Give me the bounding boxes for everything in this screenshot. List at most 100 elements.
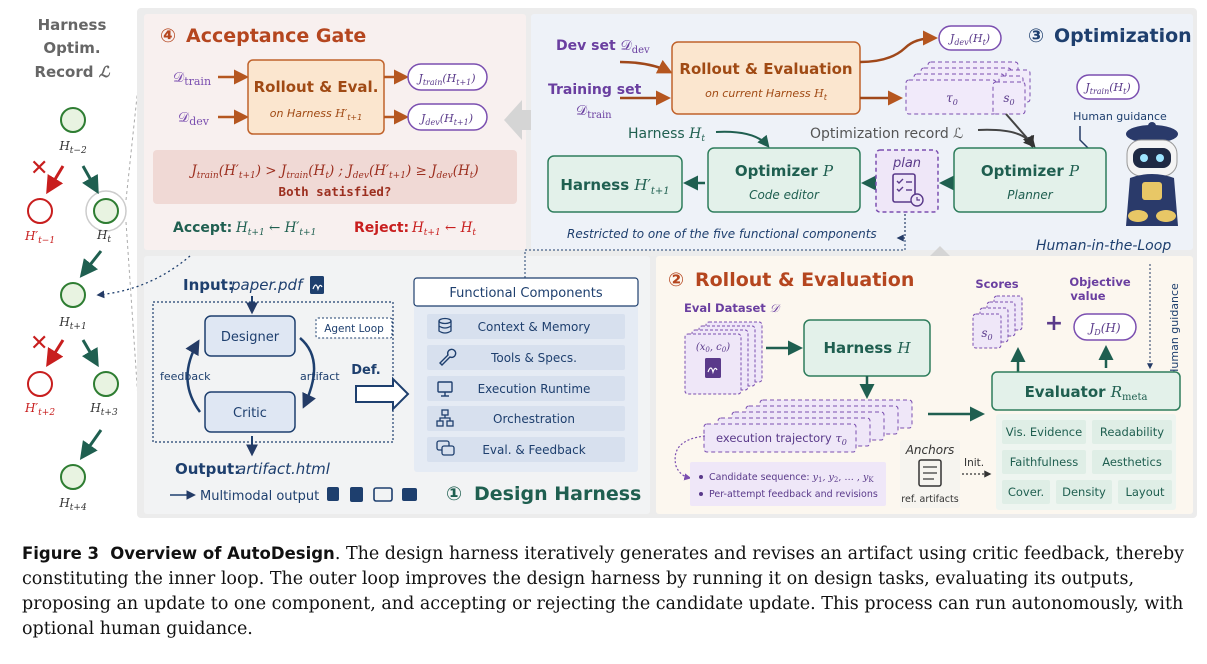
hierarchy-icon [436, 409, 454, 427]
reject-arrow-1 [46, 165, 65, 195]
node-h-t-2 [60, 107, 86, 133]
figure-caption: Figure 3 Overview of AutoDesign. The des… [22, 541, 1190, 642]
accept-arrow-1 [81, 165, 99, 195]
opt-harness-ht: Harness Ht [628, 126, 705, 144]
gate-j-train-pill [407, 63, 488, 91]
node-h-t+1 [60, 282, 86, 308]
fc-restriction-link [524, 238, 906, 278]
reject-arrow-2 [46, 339, 65, 368]
node-label-t+4: Ht+4 [58, 496, 87, 513]
gate-reject-expr: Ht+1 ← Ht [411, 220, 476, 238]
gate-reject-label: Reject: [354, 220, 409, 236]
node-label-t+3: Ht+3 [89, 401, 118, 418]
criterion-cell [1118, 480, 1172, 504]
objective-line-2: value [1070, 289, 1105, 303]
restricted-pointer [896, 214, 906, 242]
record-symbol: ℒ [99, 63, 111, 81]
caption-figure-number: Figure 3 [22, 544, 100, 563]
agent-loop-tag [315, 317, 393, 339]
fc-row [427, 345, 625, 370]
candidate-box [690, 462, 886, 506]
chat-icon [436, 440, 455, 456]
design-harness-panel: Input: paper.pdf Agent Loop Designer Cri… [96, 238, 906, 514]
evaluator-box [991, 371, 1181, 411]
opt-dev-set: Dev set 𝒟dev [556, 38, 650, 56]
criterion-cell [1056, 480, 1112, 504]
guide-line-bottom [125, 221, 147, 517]
designer-label: Designer [221, 330, 280, 345]
record-column: Harness Optim. Record ℒ Ht−2 H′t−1 Ht Ht… [24, 11, 147, 517]
fc-header [413, 277, 639, 307]
human-guidance-line [1079, 126, 1091, 151]
record-link [96, 255, 191, 299]
wrench-icon [439, 348, 457, 366]
criterion-readability: Readability [1100, 425, 1164, 439]
node-h-t [93, 198, 119, 224]
feedback-arrow [185, 339, 202, 413]
opt-harness-arrow [715, 130, 770, 148]
criterion-density: Density [1062, 485, 1106, 499]
acceptance-gate-panel: ④ Acceptance Gate 𝒟train 𝒟dev Rollout & … [144, 14, 526, 250]
design-output-label: Output: [175, 460, 240, 478]
criterion-cell [1002, 480, 1050, 504]
criterion-cell [1002, 450, 1086, 474]
hitl-label: Human-in-the-Loop [1036, 238, 1171, 254]
harness-new-label: Harness H′t+1 [560, 176, 669, 197]
rollout-panel: ② Rollout & Evaluation Eval Dataset 𝒟 (x… [656, 256, 1193, 514]
anchors-label: Anchors [905, 443, 955, 457]
dataset-pdf-icon [705, 358, 721, 378]
opt-s0: s0 [1003, 91, 1014, 107]
bullet [699, 492, 703, 496]
optimizer-code-sub: Code editor [749, 188, 820, 202]
rollout-number: ② [668, 269, 684, 291]
scroll-icon [918, 459, 942, 487]
node-label-t+1: Ht+1 [58, 315, 86, 332]
gate-accept-label: Accept: [173, 220, 232, 236]
doc-icon [327, 487, 339, 501]
gate-condition: Jtrain(H′t+1) > Jtrain(Ht) ; Jdev(H′t+1)… [188, 163, 478, 181]
opt-j-dev-pill [938, 25, 1002, 51]
accept-arrow-4 [79, 429, 103, 460]
dataset-x0c0: (x0, c0) [696, 342, 730, 354]
gate-j-dev-pill [407, 103, 488, 131]
criterion-vis-evidence: Vis. Evidence [1006, 425, 1082, 439]
reject-cross-icon-2: ✕ [30, 331, 48, 356]
opt-jdev-arrow [859, 30, 938, 64]
opt-j-train-pill [1076, 74, 1140, 100]
fc-item-tools: Tools & Specs. [490, 351, 577, 365]
fc-row [427, 437, 625, 462]
opt-record: Optimization record ℒ [810, 126, 963, 142]
harness-new-box [547, 155, 683, 213]
criterion-cover: Cover. [1008, 485, 1044, 499]
slides-icon [350, 487, 363, 502]
gate-rollout-sub: on Harness H′t+1 [270, 107, 362, 122]
design-input-label: Input: [183, 276, 234, 294]
fc-title: Functional Components [449, 286, 602, 301]
opt-dev-arrow [619, 59, 673, 74]
robot-icon [1126, 122, 1178, 226]
gate-d-dev: 𝒟dev [178, 110, 210, 128]
fc-row [427, 376, 625, 401]
criterion-layout: Layout [1125, 485, 1165, 499]
def-label: Def. [351, 363, 381, 378]
node-label-t+2: H′t+2 [24, 401, 55, 418]
critic-box [204, 391, 296, 433]
accept-arrow-2 [79, 250, 103, 278]
rollout-human-guidance: Human guidance [1168, 283, 1181, 377]
optimization-panel: ③ Optimization Dev set 𝒟dev Training set… [531, 14, 1193, 254]
traj-card [703, 423, 857, 453]
artifact-label: artifact [300, 370, 340, 383]
optimizer-planner-title: Optimizer P [981, 162, 1080, 180]
fc-item-eval: Eval. & Feedback [482, 443, 585, 457]
acceptance-gate-title: Acceptance Gate [186, 25, 366, 47]
traj-card [905, 79, 997, 115]
opt-j-dev: Jdev(Ht) [948, 32, 990, 47]
opt-rollout-sub: on current Harness Ht [705, 87, 828, 102]
criterion-faithfulness: Faithfulness [1010, 455, 1078, 469]
node-h-t+4 [60, 464, 86, 490]
optimization-number: ③ [1028, 25, 1044, 47]
score-card [972, 313, 1002, 349]
opt-rollout-box [671, 41, 861, 115]
plan-label: plan [892, 156, 921, 171]
scores-label: Scores [975, 277, 1018, 291]
